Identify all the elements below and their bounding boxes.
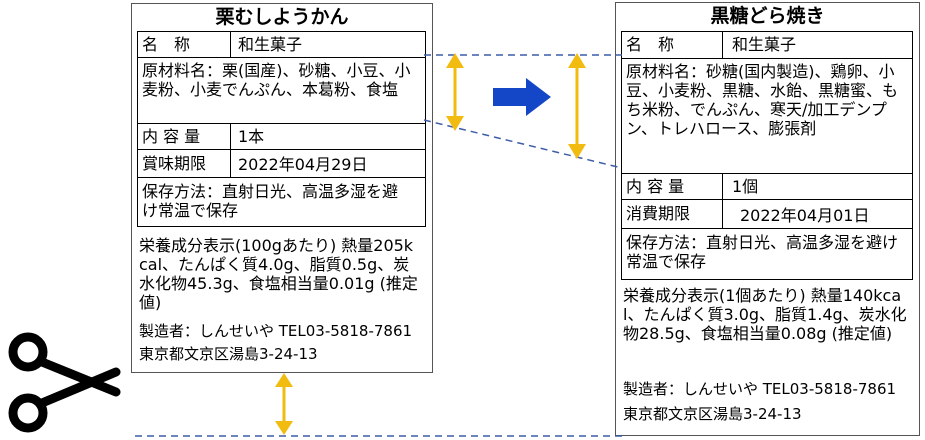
left-content-row: 内 容 量 1本 [137,123,426,150]
right-storage: 保存方法：直射日光、高温多湿を避け常温で保存 [626,233,899,271]
left-date-value: 2022年04月29日 [238,155,368,174]
right-label-title: 黒糖どら焼き [710,5,825,27]
right-name-row: 名 称 和生菓子 [621,31,913,59]
left-content-value: 1本 [238,127,265,146]
right-maker-line1: 製造者：しんせいや TEL03-5818-7861 [623,380,897,398]
right-name-value: 和生菓子 [732,35,797,54]
right-content-key: 内 容 量 [626,177,685,196]
right-label: 黒糖どら焼き 名 称 和生菓子 原材料名：砂糖(国内製造)、鶏卵、小豆、小麦粉、… [615,2,920,436]
yellow-double-arrows [275,53,586,435]
right-name-key: 名 称 [626,35,675,54]
left-content-key: 内 容 量 [142,127,201,146]
slant-guide-line [423,119,623,169]
bottom-gap-arrow-icon [275,373,293,435]
scissors-icon [8,332,121,433]
left-storage: 保存方法：直射日光、高温多湿を避け常温で保存 [142,182,399,220]
left-nutrition: 栄養成分表示(100gあたり) 熱量205kcal、たんぱく質4.0g、脂質0.… [139,236,418,312]
right-ingredients-box: 原材料名：砂糖(国内製造)、鶏卵、小豆、小麦粉、黒糖、水飴、黒糖蜜、もち米粉、で… [621,58,913,174]
left-ingredients-box: 原材料名：栗(国産)、砂糖、小豆、小麦粉、小麦でんぷん、本葛粉、食塩 [137,57,426,124]
right-nutrition: 栄養成分表示(1個あたり) 熱量140kcal、たんぱく質3.0g、脂質1.4g… [623,286,907,343]
right-storage-box: 保存方法：直射日光、高温多湿を避け常温で保存 [621,228,913,280]
right-date-value: 2022年04月01日 [740,206,870,225]
right-ingredients: 原材料名：砂糖(国内製造)、鶏卵、小豆、小麦粉、黒糖、水飴、黒糖蜜、もち米粉、で… [626,62,899,138]
left-name-row: 名 称 和生菓子 [137,31,426,58]
left-storage-box: 保存方法：直射日光、高温多湿を避け常温で保存 [137,177,426,227]
dashed-guides [135,54,623,437]
left-height-arrow-icon [446,53,464,131]
right-height-arrow-icon [568,53,586,159]
left-maker-line1: 製造者：しんせいや TEL03-5818-7861 [139,322,413,340]
left-name-value: 和生菓子 [238,35,303,54]
left-maker-line2: 東京都文京区湯島3-24-13 [139,345,318,363]
left-label-title: 栗むしようかん [215,6,349,28]
right-date-key: 消費期限 [626,204,691,223]
right-content-value: 1個 [732,177,759,196]
left-name-key: 名 称 [142,35,191,54]
right-arrow-icon [493,78,551,116]
left-label: 栗むしようかん 名 称 和生菓子 原材料名：栗(国産)、砂糖、小豆、小麦粉、小麦… [131,3,433,373]
left-date-key: 賞味期限 [142,154,207,173]
left-ingredients: 原材料名：栗(国産)、砂糖、小豆、小麦粉、小麦でんぷん、本葛粉、食塩 [142,61,411,99]
right-maker-line2: 東京都文京区湯島3-24-13 [623,405,802,423]
